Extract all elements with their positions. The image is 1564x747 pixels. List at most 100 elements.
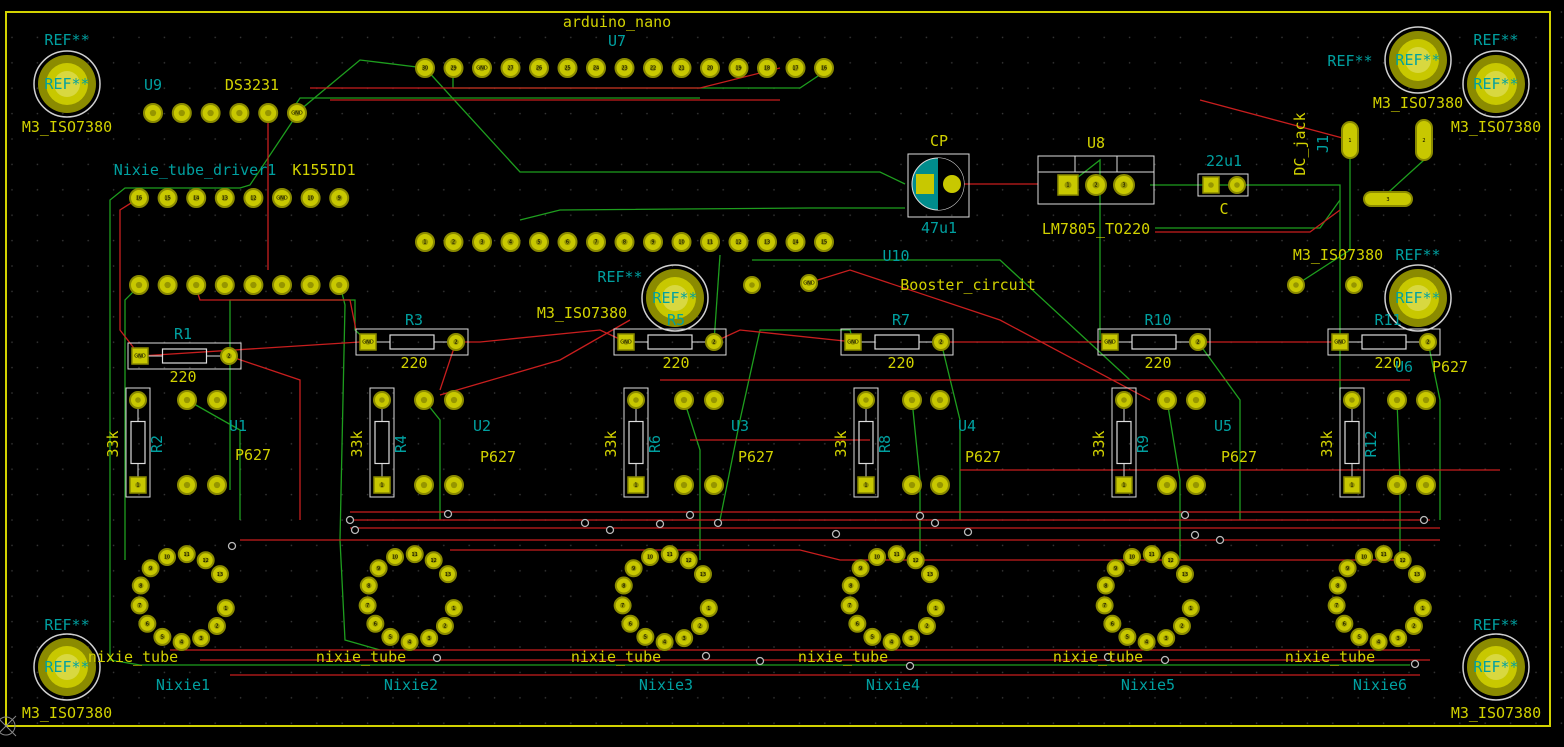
pad: 11 xyxy=(660,545,679,564)
pad-number: 3 xyxy=(1122,183,1125,189)
pad-number: 13 xyxy=(222,196,228,202)
pad-number: 4 xyxy=(890,640,893,646)
via xyxy=(350,525,360,535)
pad: 6 xyxy=(848,614,867,633)
pad-number: 8 xyxy=(1336,583,1339,589)
pad-number: 13 xyxy=(445,572,451,578)
pad: 5 xyxy=(529,232,549,252)
pad: 3 xyxy=(1113,174,1135,196)
pad-number: 6 xyxy=(629,621,632,627)
pad: 9 xyxy=(329,188,350,208)
pad xyxy=(1343,391,1361,409)
mounting-hole: REF** xyxy=(1384,26,1452,94)
pad: 2 xyxy=(1404,616,1423,635)
pad: 10 xyxy=(1355,547,1374,566)
optocoupler-ref: U1 xyxy=(229,417,247,435)
mounting-hole-value: M3_ISO7380 xyxy=(1451,704,1541,722)
pad-number: 2 xyxy=(1094,183,1097,189)
via xyxy=(443,509,453,519)
pad-number: GND xyxy=(276,196,288,202)
pad-number: 9 xyxy=(149,566,152,572)
trace xyxy=(424,67,906,185)
regulator-u8 xyxy=(1037,155,1155,205)
pad-number: 10 xyxy=(874,555,880,561)
pad-number: 8 xyxy=(1104,583,1107,589)
pad-number: 5 xyxy=(161,635,164,641)
nixie-value: nixie_tube xyxy=(798,648,888,666)
pad: 8 xyxy=(1328,576,1347,595)
pad-number: 1 xyxy=(707,606,710,612)
pad: 17 xyxy=(785,58,806,78)
resistor-33k-value: 33k xyxy=(348,430,366,457)
pad-number: 10 xyxy=(1361,555,1367,561)
pad-number: 9 xyxy=(859,566,862,572)
pad: 7 xyxy=(130,596,149,615)
pad: 3 xyxy=(472,232,492,252)
pad-number: 1 xyxy=(1066,183,1069,189)
pad xyxy=(1202,176,1220,194)
pad: 8 xyxy=(614,232,635,252)
resistor-220-ref: R5 xyxy=(667,311,685,329)
pad-number: 10 xyxy=(392,555,398,561)
pad: 7 xyxy=(613,596,632,615)
pad-number: GND xyxy=(476,66,488,72)
via xyxy=(227,541,237,551)
pad: 13 xyxy=(438,565,457,584)
pad: 3 xyxy=(1157,629,1176,648)
pad: 10 xyxy=(868,547,887,566)
pad-number: 26 xyxy=(536,66,542,72)
pad: 11 xyxy=(1374,545,1393,564)
pad-number: 16 xyxy=(136,196,142,202)
pad-number: 5 xyxy=(389,635,392,641)
pad: 2 xyxy=(690,616,709,635)
mounting-hole-value: M3_ISO7380 xyxy=(1373,94,1463,112)
via xyxy=(1419,515,1429,525)
pad: GND xyxy=(359,333,377,351)
pad-number: 3 xyxy=(683,636,686,642)
pad: 10 xyxy=(641,547,660,566)
pad: 14 xyxy=(785,232,806,252)
pad xyxy=(444,475,464,495)
pad-number: 11 xyxy=(894,552,900,558)
pad-number: 13 xyxy=(700,572,706,578)
pad xyxy=(229,103,250,123)
resistor-33k-value: 33k xyxy=(1090,430,1108,457)
pad xyxy=(930,390,950,410)
pad-number: 4 xyxy=(509,240,512,246)
pad: 29 xyxy=(443,58,464,78)
u9-value: DS3231 xyxy=(225,76,279,94)
pad: 24 xyxy=(586,58,606,78)
pad: 2 xyxy=(435,616,454,635)
pad xyxy=(129,275,149,295)
pad-number: 16 xyxy=(821,66,827,72)
pad: 4 xyxy=(882,632,901,651)
pad: 1 xyxy=(1343,476,1361,494)
pad: 27 xyxy=(500,58,521,78)
pad-number: 5 xyxy=(537,240,540,246)
pad-number: 29 xyxy=(450,66,456,72)
pad: 2 xyxy=(705,333,723,351)
mounting-hole-value: M3_ISO7380 xyxy=(22,118,112,136)
mounting-hole: REF** xyxy=(1384,264,1452,332)
pad xyxy=(373,391,391,409)
optocoupler-value: P627 xyxy=(1432,358,1468,376)
pad-number: 19 xyxy=(735,66,741,72)
pad-number: 7 xyxy=(621,603,624,609)
mounting-hole-ref: REF** xyxy=(1473,31,1518,49)
mounting-hole-ref: REF** xyxy=(1473,616,1518,634)
pad xyxy=(171,103,192,123)
pad xyxy=(200,103,221,123)
optocoupler-ref: U4 xyxy=(958,417,976,435)
pad: 6 xyxy=(621,614,640,633)
resistor-33k-ref: R4 xyxy=(392,435,410,453)
pad xyxy=(857,391,875,409)
resistor-33k-value: 33k xyxy=(104,430,122,457)
pad-number: 14 xyxy=(193,196,199,202)
via xyxy=(685,510,695,520)
trace xyxy=(109,59,1410,666)
trace xyxy=(519,207,811,221)
pad: 13 xyxy=(757,232,777,252)
pad-number: 1 xyxy=(864,483,867,489)
pad: 6 xyxy=(138,614,157,633)
pad xyxy=(1287,276,1305,294)
